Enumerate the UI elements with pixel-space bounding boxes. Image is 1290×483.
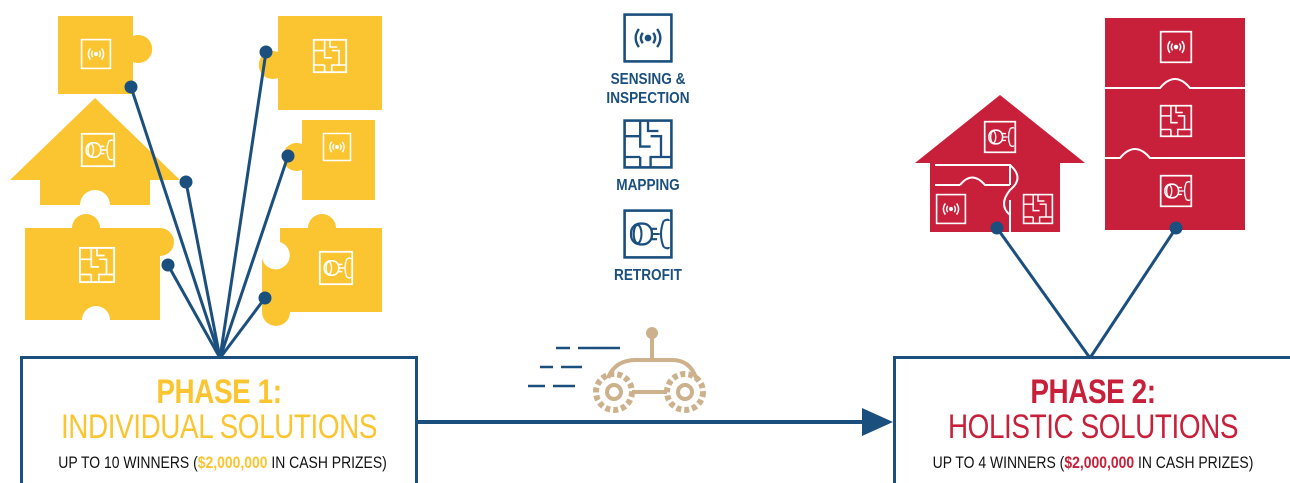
mapping-icon <box>623 119 673 169</box>
phase1-title: PHASE 1: <box>156 373 282 411</box>
phase1-subtitle: INDIVIDUAL SOLUTIONS <box>60 408 378 446</box>
puzzle-piece-mapping-1 <box>258 16 382 110</box>
prize-prefix: UP TO 4 WINNERS ( <box>932 453 1065 472</box>
legend-label-line: MAPPING <box>616 177 680 194</box>
puzzle-piece-retrofit-house <box>10 98 180 205</box>
phase2-connectors <box>990 221 1183 359</box>
prize-prefix: UP TO 10 WINNERS ( <box>58 453 198 472</box>
phase2-prize: UP TO 4 WINNERS ($2,000,000 IN CASH PRIZ… <box>931 453 1254 473</box>
motion-lines <box>528 346 620 388</box>
puzzle-piece-sensing-2 <box>282 120 375 200</box>
phase1-prize: UP TO 10 WINNERS ($2,000,000 IN CASH PRI… <box>58 453 386 473</box>
legend-label-line: SENSING & <box>610 71 686 88</box>
legend-sensing-label: SENSING & INSPECTION <box>597 70 699 108</box>
phase2-tower <box>1105 18 1245 230</box>
phase2-title: PHASE 2: <box>1030 373 1156 411</box>
phase1-box: PHASE 1: INDIVIDUAL SOLUTIONS UP TO 10 W… <box>20 356 418 483</box>
legend-retrofit-label: RETROFIT <box>597 266 699 285</box>
prize-amount: $2,000,000 <box>197 453 268 472</box>
puzzle-piece-mapping-2 <box>25 214 174 320</box>
legend-icons <box>623 13 673 259</box>
phase2-house <box>915 95 1085 232</box>
retrofit-icon <box>623 209 673 259</box>
prize-suffix: IN CASH PRIZES) <box>1134 453 1254 472</box>
puzzle-piece-retrofit-2 <box>262 214 382 326</box>
phase2-subtitle: HOLISTIC SOLUTIONS <box>947 408 1239 446</box>
robot-icon <box>593 327 706 413</box>
prize-amount: $2,000,000 <box>1064 453 1135 472</box>
phase2-box: PHASE 2: HOLISTIC SOLUTIONS UP TO 4 WINN… <box>893 356 1290 483</box>
progress-arrow <box>417 408 893 436</box>
sensing-icon <box>623 13 673 63</box>
prize-suffix: IN CASH PRIZES) <box>267 453 387 472</box>
legend-label-line: RETROFIT <box>614 267 682 284</box>
phase1-connectors <box>124 45 295 359</box>
legend-mapping-label: MAPPING <box>597 176 699 195</box>
legend-label-line: INSPECTION <box>606 90 690 107</box>
puzzle-piece-sensing-1 <box>58 16 153 94</box>
